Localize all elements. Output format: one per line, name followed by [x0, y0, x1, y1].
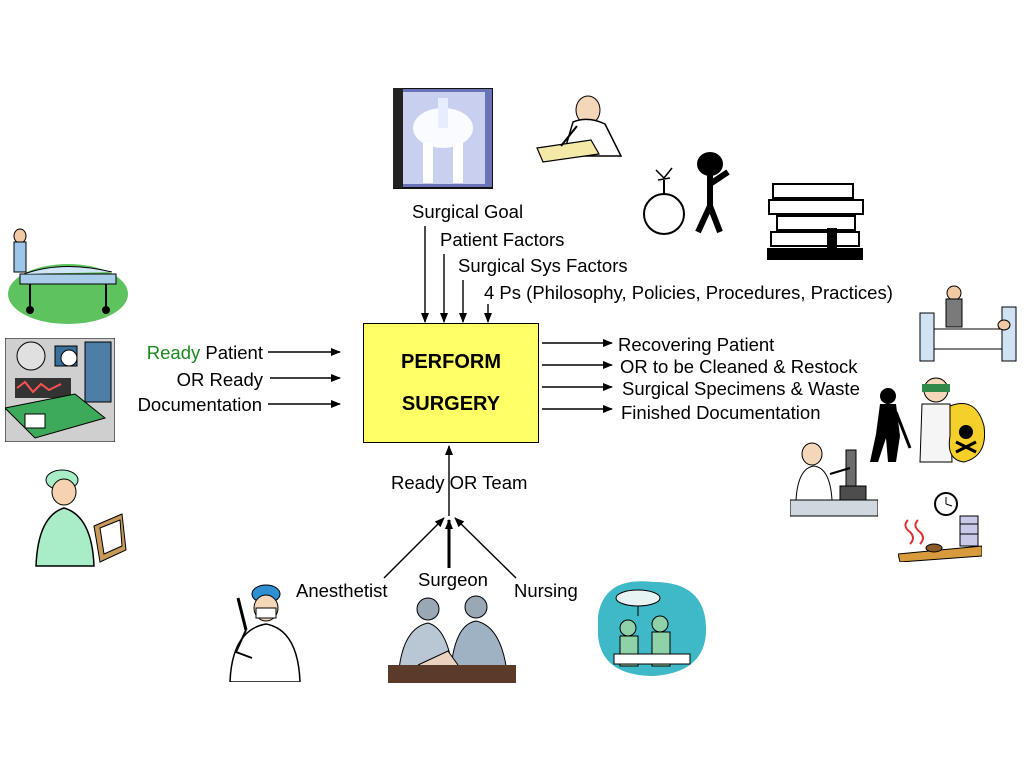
pelvis-xray-icon	[393, 88, 493, 189]
output-label-or-clean: OR to be Cleaned & Restock	[620, 356, 858, 377]
input-label-ready-patient: Ready Patient	[120, 342, 263, 364]
bomb-thinking-figure-icon	[643, 152, 730, 235]
output-label-recovering: Recovering Patient	[618, 334, 775, 355]
mechanism-label-team: Ready OR Team	[391, 472, 528, 493]
mechanism-label-nursing: Nursing	[514, 580, 578, 601]
or-monitors-instruments-icon	[5, 338, 115, 442]
operating-room-icon	[598, 581, 707, 676]
input-label-or-ready: OR Ready	[176, 369, 263, 390]
patient-in-bed-icon	[919, 285, 1017, 362]
stacked-books-icon	[767, 183, 864, 260]
nurse-clipboard-icon	[35, 469, 127, 567]
control-label-4ps: 4 Ps (Philosophy, Policies, Procedures, …	[484, 282, 893, 303]
process-title-line2: SURGERY	[401, 393, 501, 415]
output-label-specimens: Surgical Specimens & Waste	[622, 378, 860, 399]
control-label-patient-factors: Patient Factors	[440, 229, 565, 250]
control-label-surgical-sys: Surgical Sys Factors	[458, 255, 628, 276]
input-label-documentation: Documentation	[137, 394, 262, 415]
clock-desk-icon	[898, 492, 982, 562]
patient-on-gurney-icon	[8, 228, 128, 324]
input-patient-word: Patient	[205, 342, 263, 363]
janitor-hazard-waste-icon	[870, 377, 986, 463]
output-label-documentation: Finished Documentation	[621, 402, 821, 423]
surgeons-operating-icon	[388, 595, 516, 683]
process-title-line1: PERFORM	[401, 351, 501, 373]
mechanism-label-anesthetist: Anesthetist	[296, 580, 388, 601]
mechanism-label-surgeon: Surgeon	[418, 569, 488, 590]
scientist-microscope-icon	[790, 442, 878, 517]
mechanism-arrow-nursing	[454, 517, 517, 579]
anesthetist-syringe-icon	[229, 584, 301, 682]
control-label-surgical-goal: Surgical Goal	[412, 201, 524, 222]
doctor-writing-icon	[536, 95, 623, 163]
process-box: PERFORM SURGERY	[363, 323, 539, 443]
input-ready-word: Ready	[146, 342, 201, 363]
mechanism-arrow-anesthetist	[383, 517, 445, 579]
